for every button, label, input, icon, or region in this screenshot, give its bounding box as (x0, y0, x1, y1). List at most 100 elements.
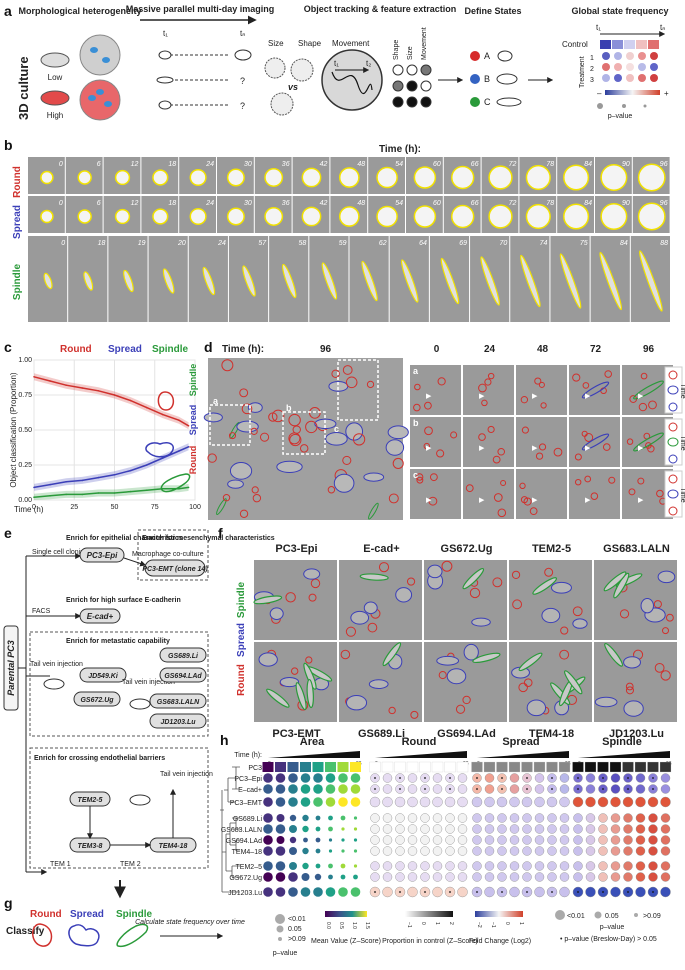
tem1-label: TEM 1 (50, 861, 71, 868)
fc-dot (484, 886, 495, 898)
cell-outline (114, 208, 131, 225)
cell-outline (437, 377, 446, 386)
cell-outline (518, 652, 543, 672)
cell-outline (559, 253, 582, 309)
area-dot (341, 838, 345, 842)
area-dot (350, 784, 361, 794)
mean-tick: 0.5 (338, 922, 344, 929)
zoom-tile (463, 469, 514, 519)
fc-tick: 0 (504, 922, 510, 925)
cell-outline (378, 562, 390, 573)
cell-outline (427, 564, 443, 579)
global-frequency-grid (600, 40, 659, 82)
area-dot (341, 849, 345, 853)
area-dot (328, 815, 333, 821)
area-cell (325, 762, 336, 772)
fc-dot (559, 835, 570, 845)
x-tick-label: 100 (189, 504, 201, 511)
p-legend-label: >0.09 (288, 936, 306, 943)
tile-time-label: 36 (282, 200, 290, 207)
area-dot (302, 847, 309, 855)
cell-outline (637, 202, 666, 231)
cell-outline (299, 444, 309, 453)
bd-marker (652, 777, 654, 779)
row-label: TEM4–18 (232, 849, 262, 856)
tile-time-label: 24 (205, 200, 214, 207)
row-label: PC3–Epi (234, 776, 262, 783)
node-tem418-label: TEM4-18 (159, 843, 188, 850)
fc-dot (497, 835, 507, 845)
node-gs672 (73, 691, 121, 707)
fc-dot (522, 872, 532, 882)
fc-dot (484, 846, 495, 856)
area-dot (350, 887, 361, 897)
fc-dot (559, 872, 570, 882)
cells-high-icon (79, 79, 121, 121)
fc-dot (497, 861, 507, 871)
area-dot (275, 797, 286, 807)
side-shape-icon (668, 402, 678, 412)
fc-dot (585, 886, 596, 898)
fc-dot (585, 796, 596, 808)
node-jd1203-label: JD1203.Lu (160, 719, 196, 726)
fc-dot (457, 773, 468, 783)
bd-marker (501, 891, 503, 893)
fc-dot (444, 796, 456, 808)
cell-outline (538, 381, 545, 388)
cell-outline (660, 670, 671, 681)
feature-dot (392, 80, 404, 92)
tile-time-label: 0 (61, 240, 65, 247)
area-cell (275, 762, 286, 772)
tile-time-label: 24 (205, 161, 214, 168)
zoom-time-label: 48 (537, 344, 549, 355)
fc-dot (573, 835, 583, 845)
row-label: GS694.LAd (226, 838, 262, 845)
cell-outline (342, 365, 353, 375)
cell-outline (203, 412, 223, 423)
prop-tick: 0 (420, 922, 426, 925)
fc-dot (432, 886, 443, 898)
area-dot (275, 846, 286, 856)
cell-outline (226, 207, 245, 226)
rot-shape: Shape (393, 40, 400, 60)
fc-dot (559, 861, 570, 871)
tile-time-label: 66 (471, 161, 479, 168)
fc-dot (472, 861, 482, 871)
classify-label: Classify (6, 926, 45, 937)
legend-spindle-g: Spindle (116, 909, 153, 920)
q-2: ? (240, 101, 245, 111)
fc-dot (432, 835, 443, 845)
fc-dot (660, 835, 671, 845)
scale-minus: – (597, 89, 602, 98)
fc-dot (635, 813, 646, 823)
fc-dot (610, 846, 621, 856)
area-dot (325, 797, 336, 807)
cell-outline (43, 272, 53, 290)
cell-outline (628, 488, 636, 496)
tile-time-label: 48 (357, 200, 365, 207)
tile-time-label: 30 (244, 161, 252, 168)
tile-time-label: 54 (395, 161, 403, 168)
cell-outline (290, 667, 299, 675)
feature-dot (406, 64, 418, 76)
area-dot (263, 824, 273, 834)
global-cell (650, 52, 658, 60)
cell-outline (559, 649, 570, 660)
tile-time-label: 42 (320, 161, 328, 168)
label-size: Size (268, 39, 284, 48)
y-axis-label: Object classification (Proportion) (9, 372, 18, 487)
cell-outline (305, 420, 318, 434)
fc-dot (370, 835, 380, 845)
mouse-icon-2 (129, 698, 151, 710)
legend-spindle-c: Spindle (152, 344, 189, 355)
panel-label-g: g (4, 895, 13, 911)
fc-dot (509, 813, 520, 823)
cell-outline (488, 165, 513, 190)
node-gs694-label: GS694.LAd (164, 673, 202, 680)
cell-line-label: PC3-Epi (275, 543, 317, 555)
series-point (113, 394, 116, 396)
node-ecad (79, 608, 121, 624)
fc-dot (382, 813, 393, 823)
fc-dot (432, 846, 443, 856)
